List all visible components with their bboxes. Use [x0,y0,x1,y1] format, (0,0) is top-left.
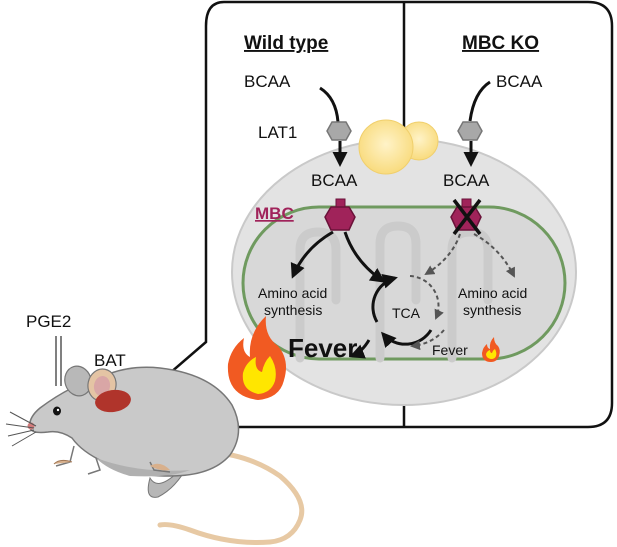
flame-icon [227,316,286,400]
pge2-label: PGE2 [26,312,71,331]
lat1-label: LAT1 [258,123,297,142]
title-wild-type: Wild type [244,33,328,54]
enzyme-icon [324,198,356,231]
ko-amino-acid-line2: synthesis [463,302,521,318]
small-flame-icon [482,337,500,362]
wt-bcaa-top-label: BCAA [244,72,291,91]
wt-amino-acid-line1: Amino acid [258,285,327,301]
lipid-droplet-icon [358,119,439,175]
ko-bcaa-import-arrow [468,80,491,122]
ko-mbc-to-amino-acid-dashed-arrow [473,233,515,278]
tca-label: TCA [392,305,421,321]
blocked-x-icon [452,198,482,236]
wt-fever-label: Fever [288,333,357,363]
title-mbc-ko: MBC KO [462,33,539,54]
wt-bcaa-inner-label: BCAA [311,171,358,190]
mbc-label: MBC [255,204,294,223]
wt-bcaa-import-arrow [319,86,340,123]
bat-label: BAT [94,351,126,370]
wt-amino-acid-line2: synthesis [264,302,322,318]
tca-to-fever-arrow [349,339,371,359]
ko-amino-acid-line1: Amino acid [458,285,527,301]
bat-patch [95,389,131,413]
cannula-icon [55,336,62,386]
tca-cycle [371,273,444,348]
ko-fever-label: Fever [432,342,468,358]
ko-tca-to-fever-dashed-arrow [410,329,445,351]
wt-mbc-to-amino-acid-arrow [290,230,334,279]
ko-bcaa-top-label: BCAA [496,72,543,91]
transporter-icon [326,121,352,141]
ko-bcaa-inner-label: BCAA [443,171,490,190]
wt-mbc-to-tca-arrow [343,231,386,283]
ko-transporter-icon [457,121,483,141]
